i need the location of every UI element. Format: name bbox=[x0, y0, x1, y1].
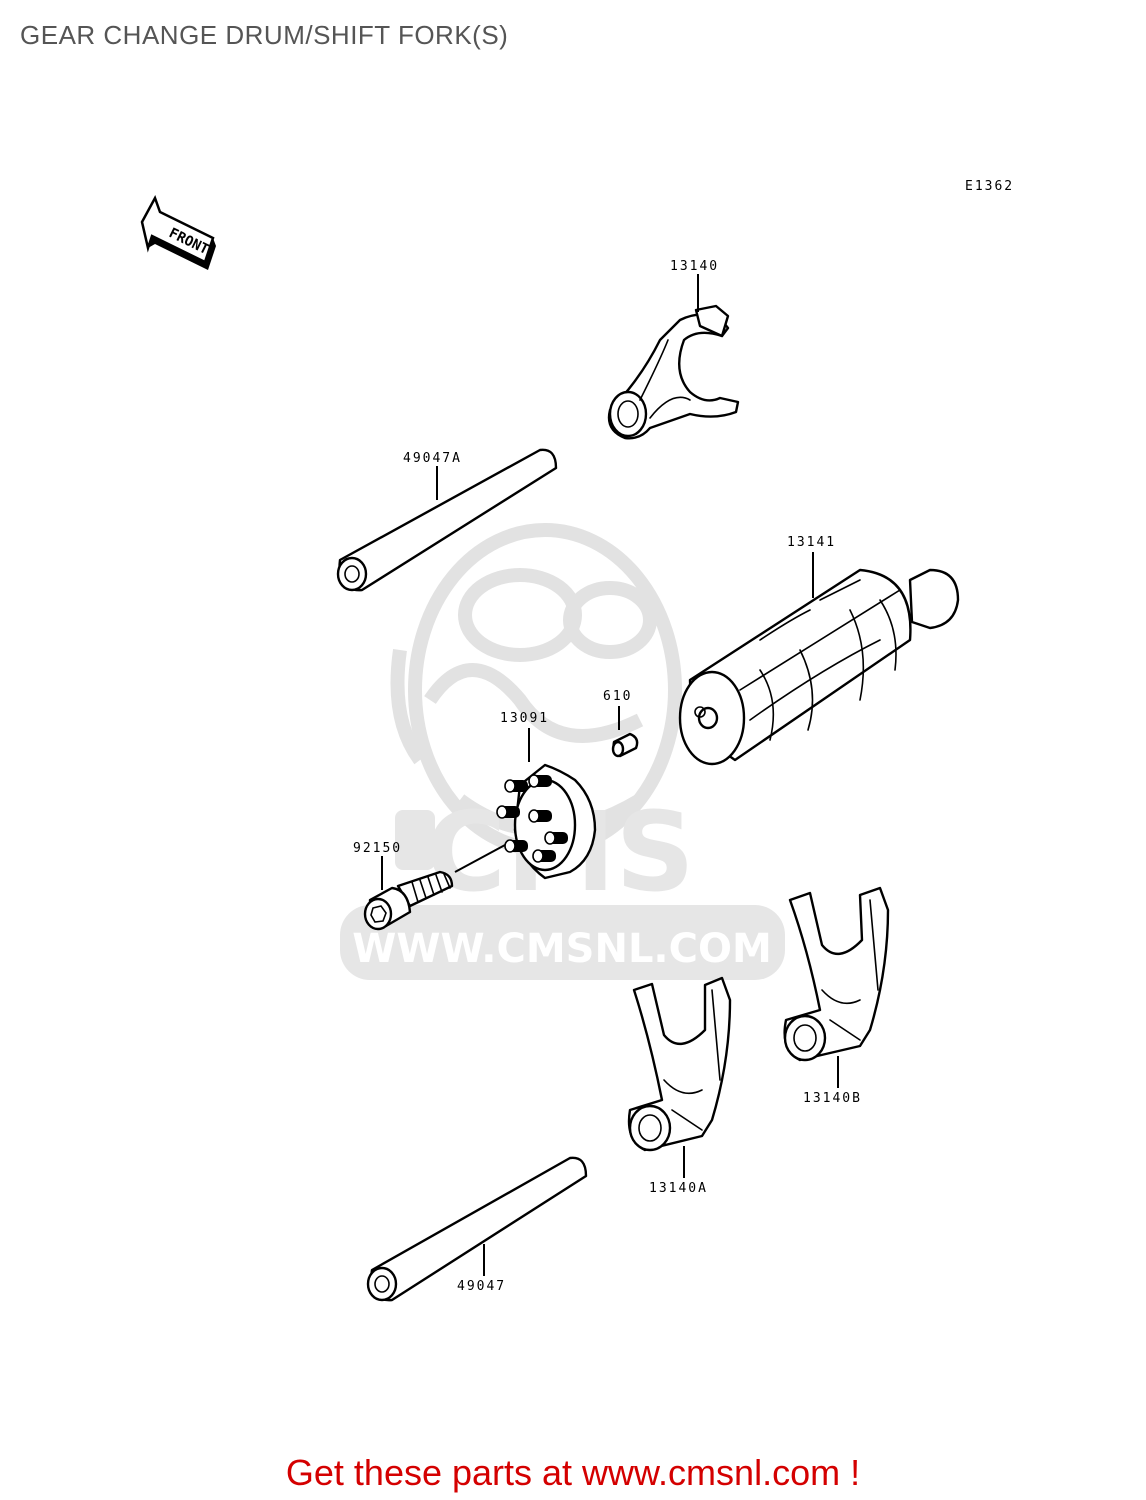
callout-49047: 49047 bbox=[457, 1279, 506, 1294]
callout-92150: 92150 bbox=[353, 841, 402, 856]
shaft-49047 bbox=[366, 1156, 588, 1302]
star-plate-13091 bbox=[496, 763, 597, 880]
shift-fork-13140 bbox=[607, 304, 740, 440]
footer-link[interactable]: Get these parts at www.cmsnl.com ! bbox=[285, 1452, 861, 1493]
watermark-logo: CMS WWW.CMSNL.COM bbox=[340, 523, 785, 980]
diagram-code: E1362 bbox=[965, 179, 1014, 194]
pin-610 bbox=[611, 732, 639, 758]
shift-fork-13140a bbox=[627, 976, 732, 1152]
callout-13141: 13141 bbox=[787, 535, 836, 550]
front-arrow-icon: FRONT bbox=[140, 194, 216, 270]
watermark-url: WWW.CMSNL.COM bbox=[352, 926, 772, 972]
change-drum-13141 bbox=[678, 568, 960, 766]
callout-13140: 13140 bbox=[670, 259, 719, 274]
callout-13140a: 13140A bbox=[649, 1181, 708, 1196]
callout-610: 610 bbox=[603, 689, 632, 704]
shift-fork-13140b bbox=[783, 886, 890, 1062]
shaft-49047a bbox=[336, 448, 558, 592]
callout-13140b: 13140B bbox=[803, 1091, 862, 1106]
page-title: GEAR CHANGE DRUM/SHIFT FORK(S) bbox=[20, 20, 509, 50]
bolt-92150 bbox=[363, 870, 454, 931]
callout-13091: 13091 bbox=[500, 711, 549, 726]
callout-49047a: 49047A bbox=[403, 451, 462, 466]
